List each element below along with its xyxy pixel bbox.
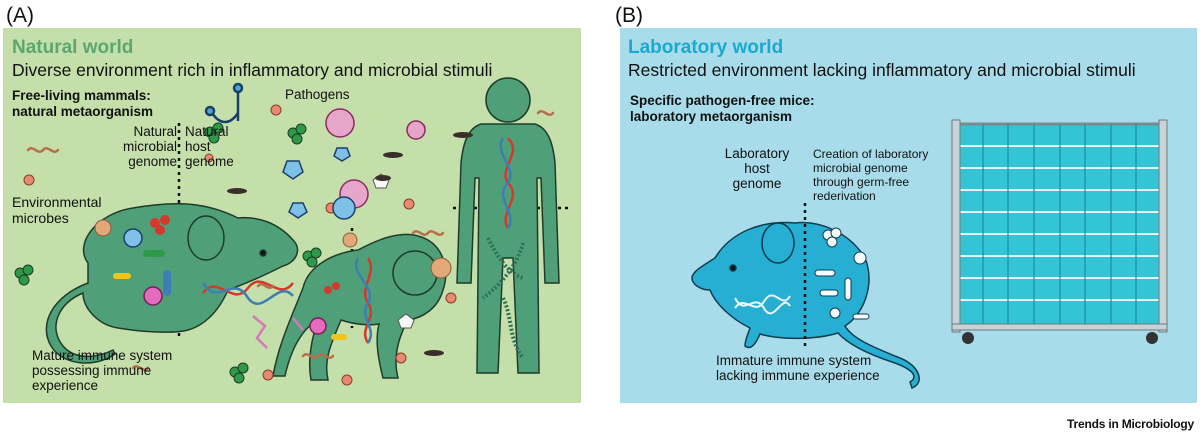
- environmental-microbes-label: Environmental microbes: [12, 194, 102, 226]
- laboratory-world-title: Laboratory world: [628, 37, 784, 58]
- mature-immune-system-label: Mature immune system possessing immune e…: [32, 348, 173, 393]
- pathogen-icons: [204, 82, 473, 356]
- gut-microbe-icons: [113, 215, 171, 306]
- laboratory-host-genome-label: Laboratory host genome: [724, 146, 790, 191]
- dna-helix-icons: [201, 137, 515, 344]
- trends-in-microbiology-logo: Trends in Microbiology: [1067, 417, 1194, 431]
- natural-world-illustration: [14, 77, 568, 386]
- natural-world-title: Natural world: [12, 37, 134, 58]
- pathogens-label: Pathogens: [285, 87, 350, 102]
- natural-microbial-genome-label: Natural microbial genome: [122, 124, 177, 169]
- natural-host-genome-label: Natural host genome: [185, 124, 234, 169]
- chimp-microbe-icons: [309, 282, 347, 340]
- laboratory-world-illustration: [691, 119, 1168, 389]
- wild-mouse-silhouette: [45, 202, 299, 364]
- cage-rack: [951, 119, 1168, 344]
- panel-laboratory-world: Laboratory world Restricted environment …: [620, 28, 1197, 403]
- human-microbe-icons: [481, 237, 525, 360]
- panel-a-letter: (A): [6, 4, 34, 27]
- spf-mice-label: Specific pathogen-free mice: laboratory …: [630, 93, 815, 124]
- human-silhouette: [456, 77, 560, 374]
- natural-world-subtitle: Diverse environment rich in inflammatory…: [12, 60, 493, 80]
- lab-mouse-dna-icon: [734, 294, 791, 315]
- free-living-mammals-label: Free-living mammals: natural metaorganis…: [12, 88, 154, 119]
- immature-immune-system-label: Immature immune system lacking immune ex…: [716, 353, 880, 383]
- laboratory-world-subtitle: Restricted environment lacking inflammat…: [628, 60, 1136, 80]
- panel-natural-world: Natural world Diverse environment rich i…: [3, 28, 581, 403]
- panel-b-letter: (B): [615, 4, 643, 27]
- chimpanzee-silhouette: [272, 233, 447, 381]
- germ-free-rederivation-label: Creation of laboratory microbial genome …: [813, 147, 929, 203]
- lab-microbe-icons: [814, 227, 870, 320]
